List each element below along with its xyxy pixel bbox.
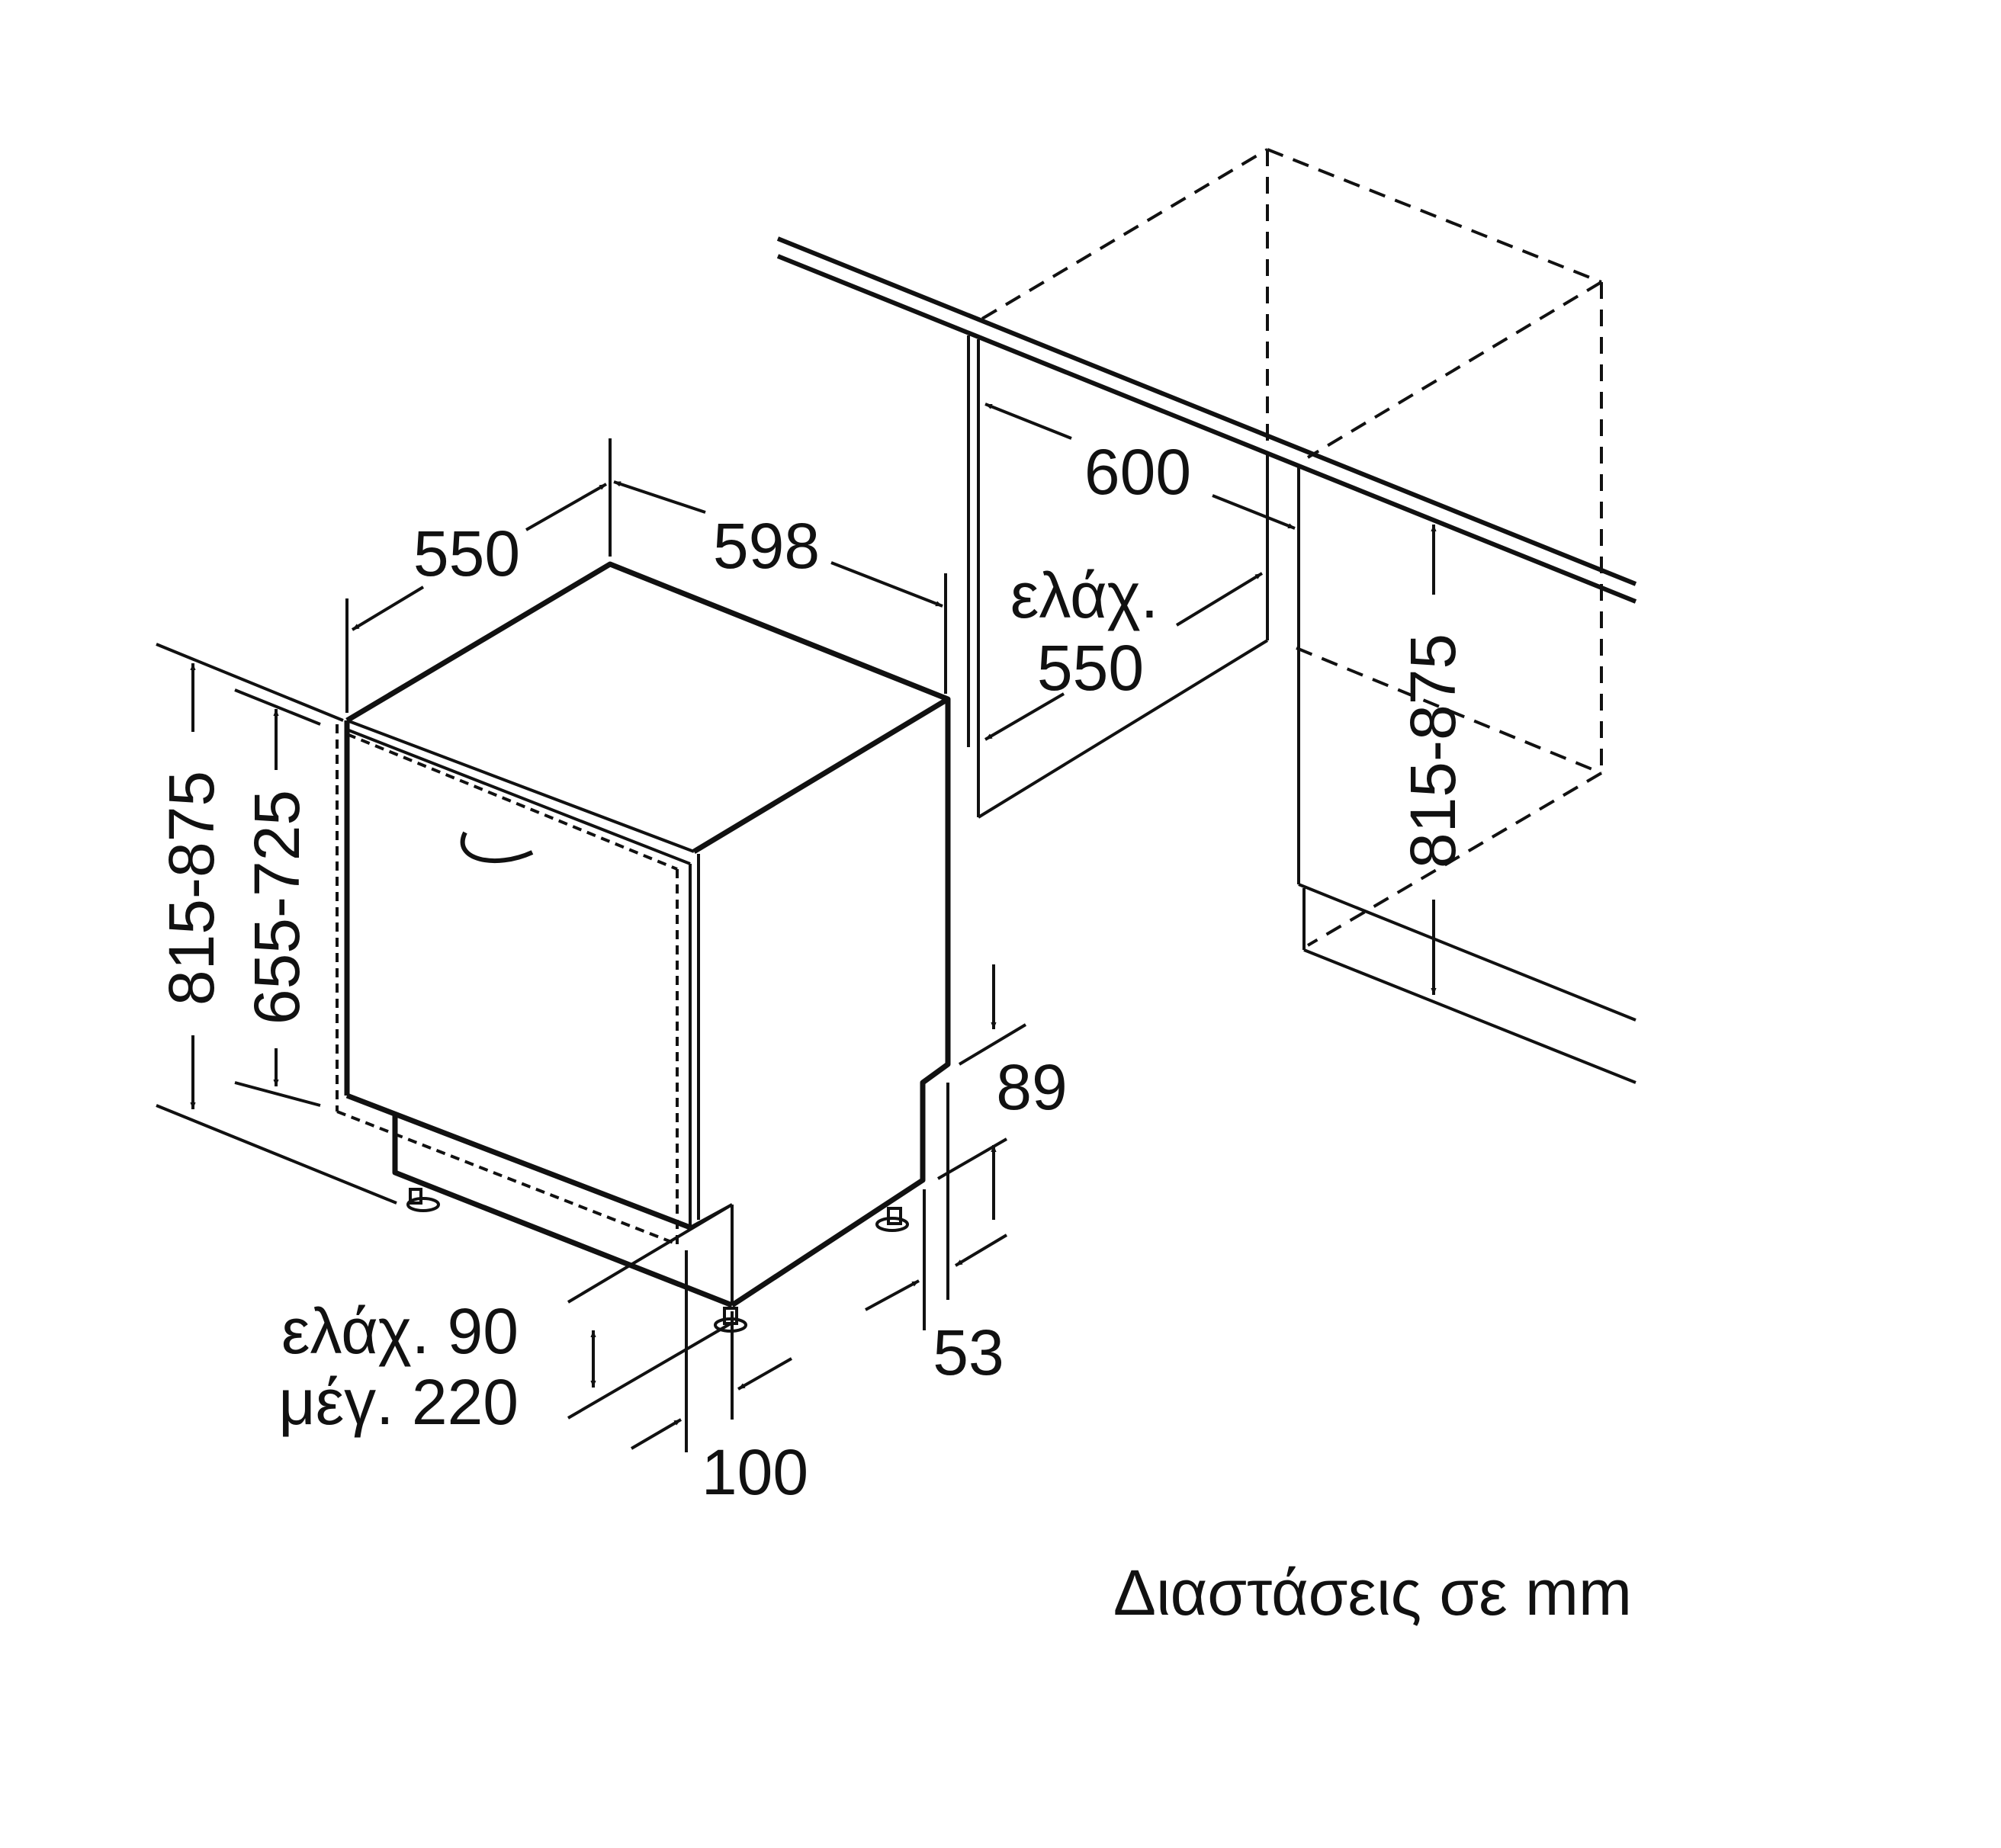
label-plinth-max: μέγ. 220 bbox=[278, 1366, 519, 1438]
arrow-niche-550-up bbox=[1175, 572, 1264, 627]
arrow-100-right bbox=[737, 1357, 792, 1391]
arrow-550-right bbox=[525, 483, 607, 531]
dishwasher-top bbox=[345, 561, 951, 855]
arrow-niche-550-down bbox=[984, 692, 1065, 741]
label-niche-815-875: 815-875 bbox=[1397, 634, 1469, 868]
label-niche-550: 550 bbox=[1037, 632, 1144, 704]
label-550: 550 bbox=[413, 518, 520, 589]
arrow-550-left bbox=[351, 586, 425, 631]
worktop-edge-top bbox=[776, 236, 1637, 586]
dishwasher-body bbox=[336, 561, 951, 1333]
arrow-53-right bbox=[954, 1234, 1008, 1267]
units-caption: Διαστάσεις σε mm bbox=[1113, 1557, 1632, 1628]
label-600: 600 bbox=[1084, 436, 1191, 508]
decor-panel-dashed bbox=[336, 724, 679, 1246]
label-53: 53 bbox=[933, 1317, 1004, 1388]
arrow-598-right bbox=[830, 561, 943, 608]
dishwasher-plinth bbox=[392, 1115, 734, 1308]
label-815-875-left: 815-875 bbox=[156, 771, 227, 1006]
worktop-edge-bottom bbox=[776, 254, 1637, 604]
label-100: 100 bbox=[702, 1436, 808, 1508]
door-handle bbox=[460, 831, 534, 863]
dimension-labels: 598 550 815-875 655-725 600 ελάχ. 550 81… bbox=[156, 436, 1469, 1508]
niche-dashed-outline bbox=[981, 148, 1603, 947]
arrow-600-right bbox=[1212, 494, 1296, 530]
label-598: 598 bbox=[713, 510, 820, 582]
arrow-598-left bbox=[613, 480, 706, 514]
cabinet-niche bbox=[776, 148, 1637, 1084]
front-door-bottom-edge bbox=[345, 1092, 692, 1230]
arrow-600-left bbox=[984, 403, 1072, 440]
dimension-arrows bbox=[190, 403, 1437, 1450]
arrow-100-left bbox=[630, 1418, 683, 1450]
dishwasher-right-side bbox=[731, 699, 951, 1307]
arrow-53-left bbox=[865, 1279, 920, 1311]
label-plinth-min: ελάχ. 90 bbox=[281, 1295, 519, 1367]
label-89: 89 bbox=[996, 1051, 1067, 1123]
label-655-725: 655-725 bbox=[241, 790, 313, 1025]
label-niche-min: ελάχ. bbox=[1010, 560, 1158, 631]
extension-lines bbox=[156, 438, 1027, 1452]
